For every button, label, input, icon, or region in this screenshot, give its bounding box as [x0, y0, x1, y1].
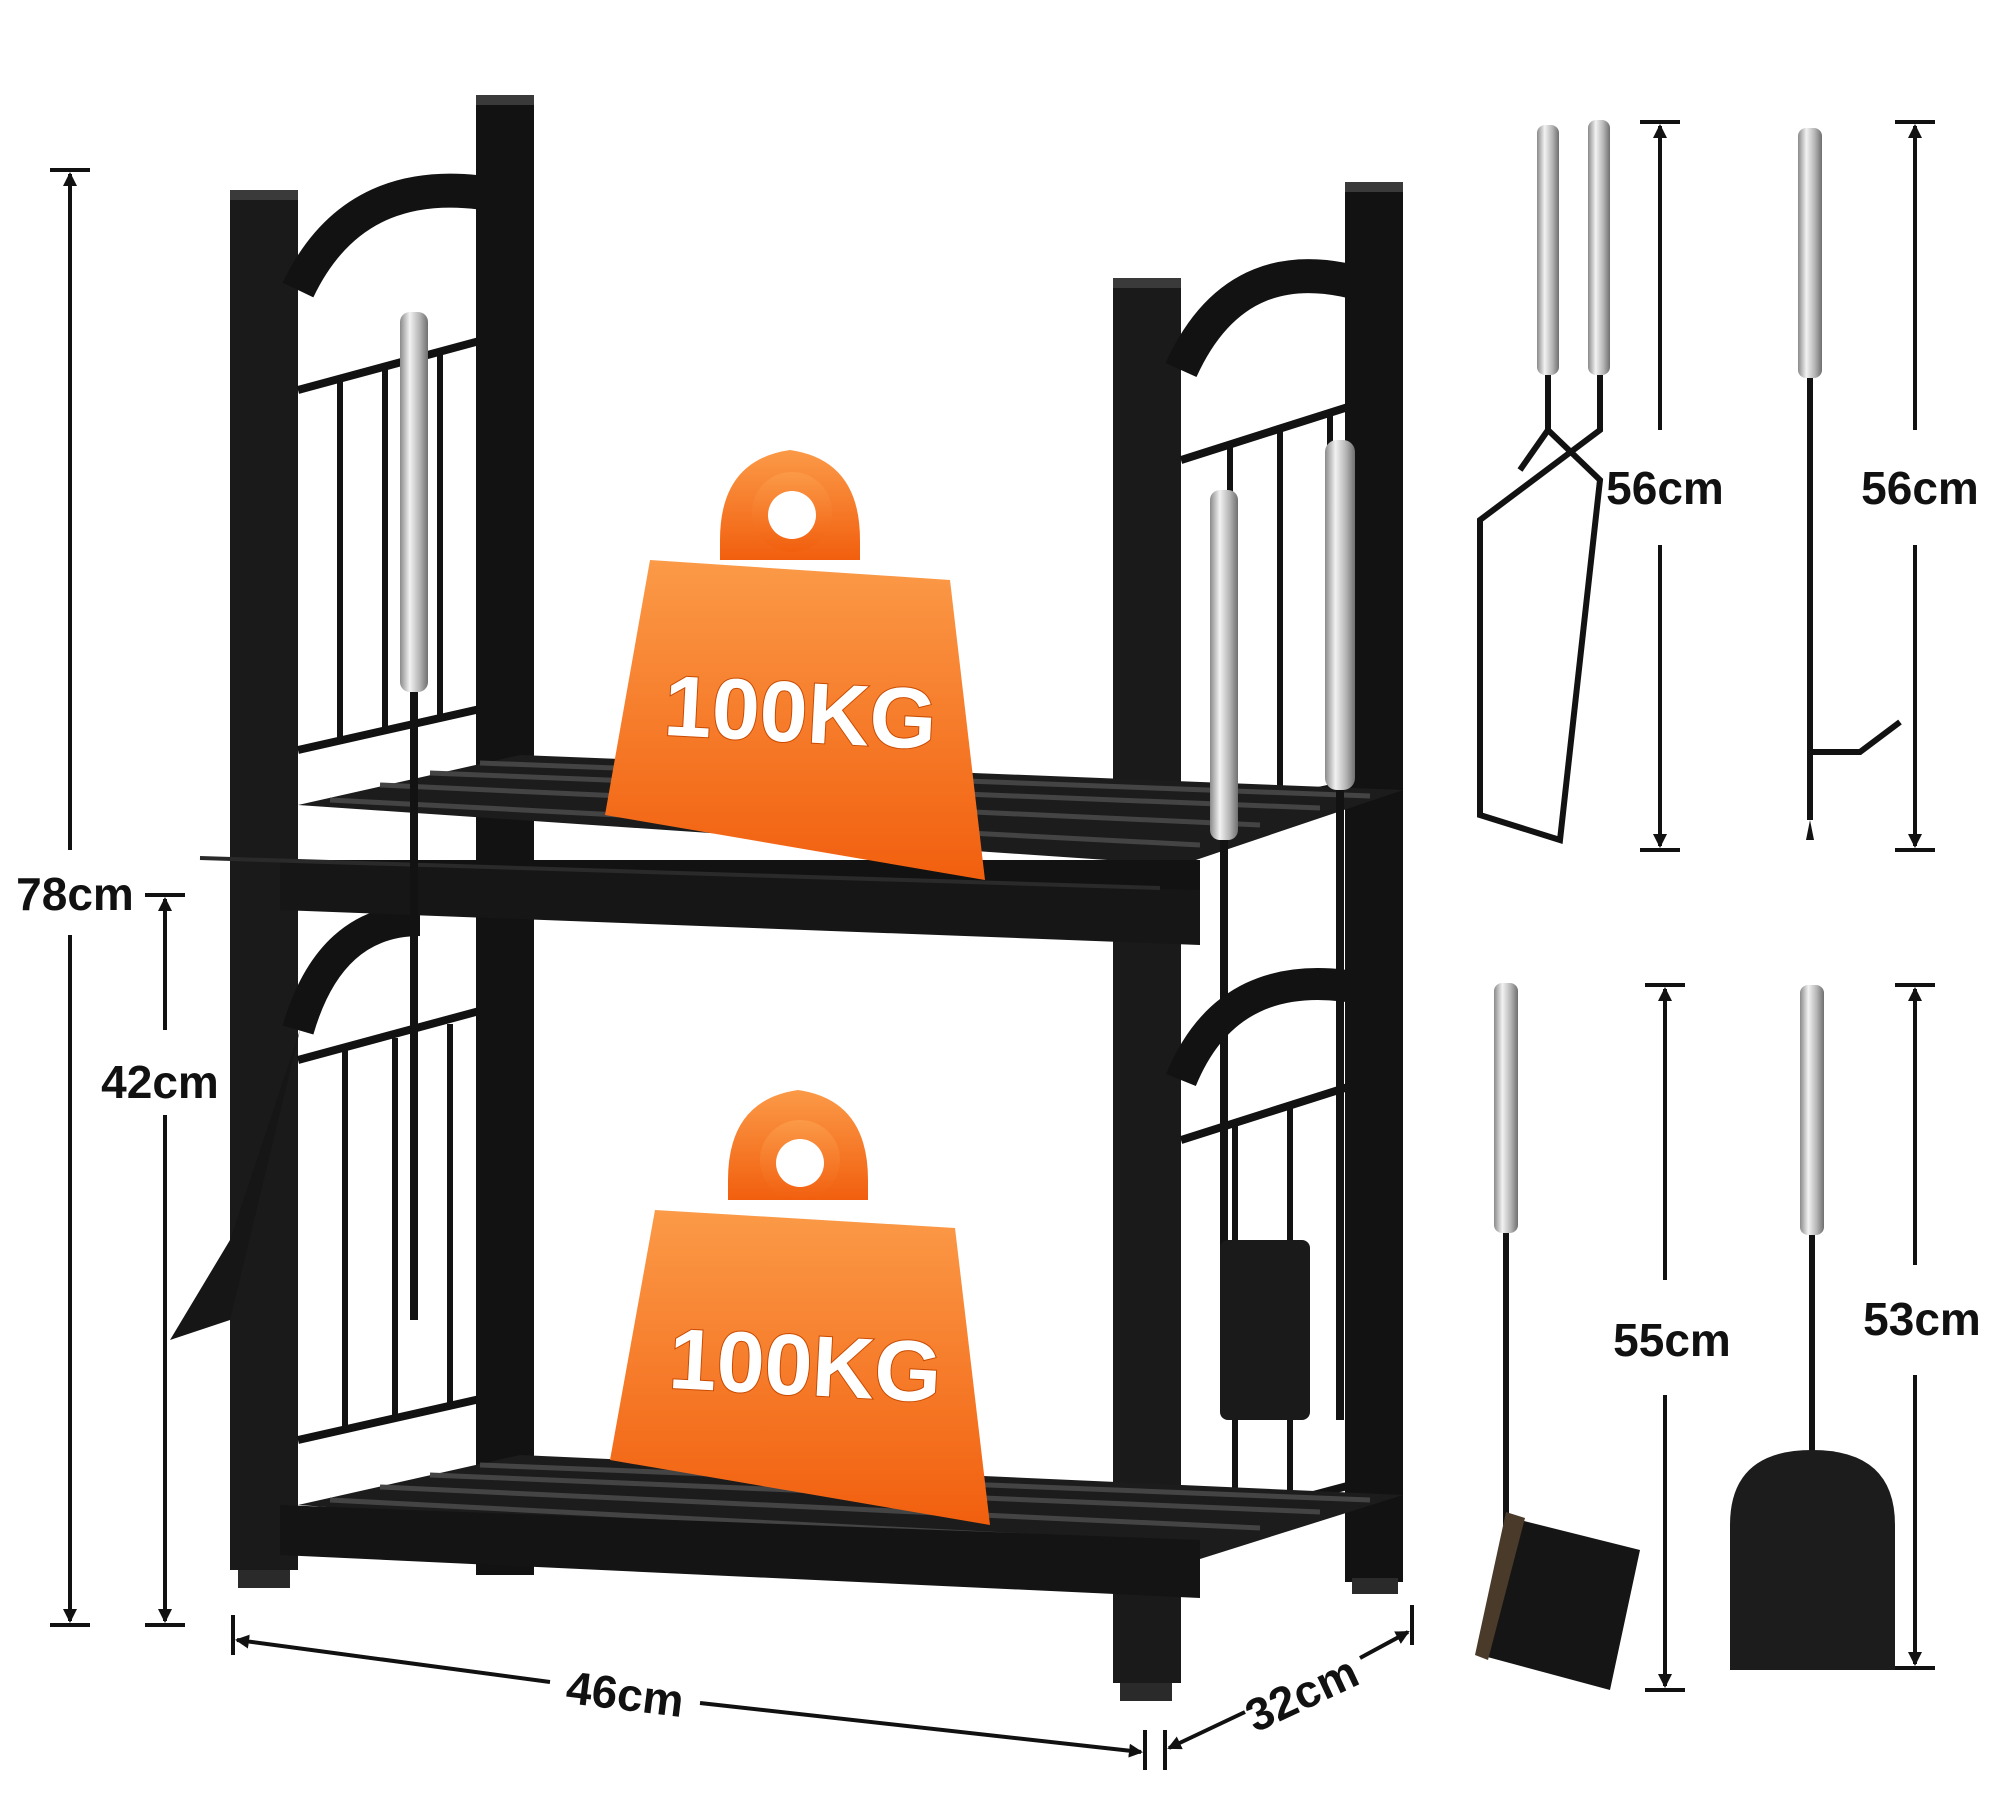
- tool-tongs-dimension: 56cm: [1606, 120, 1724, 852]
- rack-arch-left-bottom: [282, 904, 421, 1035]
- tool-poker: 56cm: [1798, 120, 1979, 852]
- tool-brush-length: 55cm: [1613, 1314, 1731, 1366]
- dimension-width-label: 46cm: [564, 1661, 687, 1727]
- rack-post-back-right: [1345, 182, 1403, 1582]
- tool-tongs: 56cm: [1477, 120, 1724, 852]
- rack-brush: [1220, 1240, 1310, 1420]
- tongs-icon: [1477, 120, 1610, 844]
- rack-tool-handle-2: [1210, 490, 1238, 840]
- weight-upper-label: 100KG: [662, 658, 939, 768]
- tool-tongs-length: 56cm: [1606, 462, 1724, 514]
- brush-icon: [1475, 983, 1640, 1690]
- rack-shovel: [170, 1030, 300, 1340]
- tool-shovel-length: 53cm: [1863, 1293, 1981, 1345]
- rack-post-front-right: [1113, 278, 1181, 1683]
- weight-icon: [610, 1090, 990, 1525]
- dimension-total-height-label: 78cm: [16, 868, 134, 920]
- tool-poker-dimension: 56cm: [1861, 120, 1979, 852]
- tool-brush: 55cm: [1475, 983, 1731, 1692]
- tool-shovel: 53cm: [1730, 983, 1981, 1670]
- weight-lower: 100KG: [610, 1090, 990, 1525]
- dimension-total-height: 78cm: [16, 168, 134, 1627]
- tool-brush-dimension: 55cm: [1613, 983, 1731, 1692]
- dimension-depth-label: 32cm: [1237, 1645, 1366, 1742]
- shovel-icon: [1730, 985, 1895, 1670]
- rack-arch-right-top: [1165, 259, 1386, 378]
- dimension-depth: 32cm: [1163, 1605, 1414, 1770]
- weight-upper: 100KG: [605, 450, 985, 880]
- dimension-width: 46cm: [231, 1615, 1147, 1770]
- dimension-lower-height: 42cm: [101, 893, 219, 1627]
- rack-tool-handle-3: [1325, 440, 1355, 790]
- tool-poker-length: 56cm: [1861, 462, 1979, 514]
- firewood-rack: [170, 95, 1403, 1701]
- tool-shovel-dimension: 53cm: [1863, 983, 1981, 1670]
- dimension-lower-height-label: 42cm: [101, 1056, 219, 1108]
- poker-icon: [1798, 128, 1902, 840]
- rack-post-back-left: [476, 95, 534, 1575]
- weight-lower-label: 100KG: [667, 1311, 944, 1421]
- rack-tool-handle-1: [400, 312, 428, 692]
- rack-arch-left-top: [282, 173, 525, 298]
- weight-icon: [605, 450, 985, 880]
